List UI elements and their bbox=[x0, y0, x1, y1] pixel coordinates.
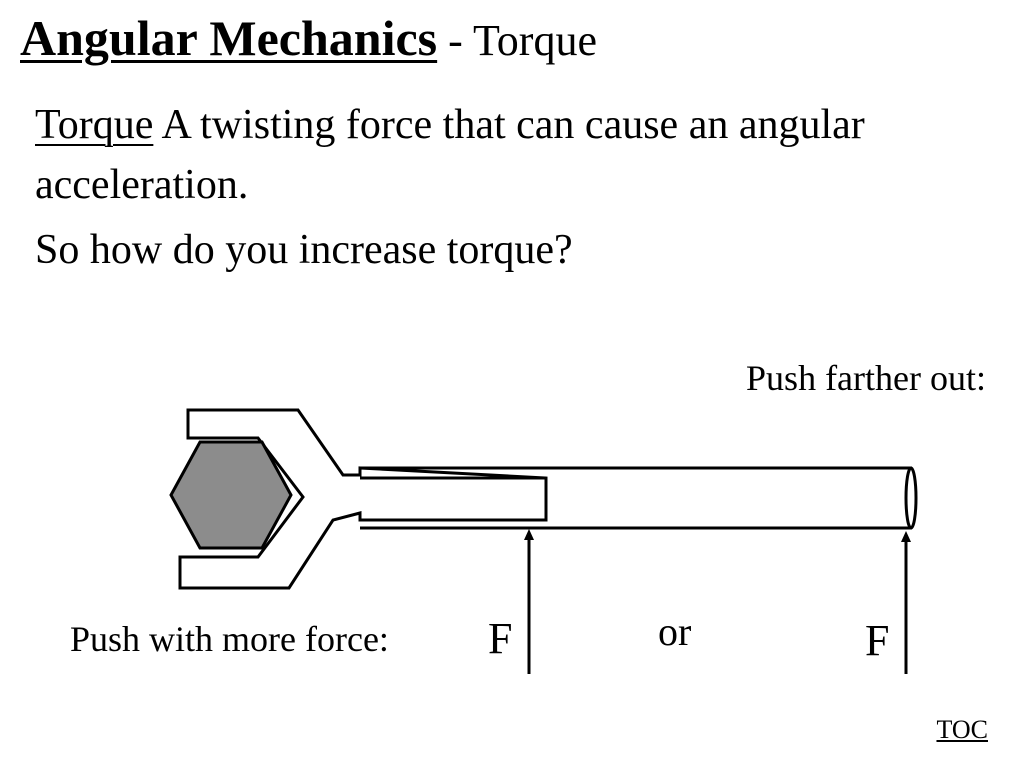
slide-title-sub: - Torque bbox=[437, 16, 597, 65]
wrench-handle-end bbox=[904, 466, 918, 530]
definition-text: A twisting force that can cause an angul… bbox=[35, 102, 865, 208]
force-label-2: F bbox=[865, 616, 890, 665]
force-arrow-2-head bbox=[901, 531, 911, 542]
force-arrow-1-head bbox=[524, 529, 534, 540]
slide-title-main: Angular Mechanics bbox=[20, 10, 438, 66]
force-label-1: F bbox=[488, 614, 513, 663]
torque-definition: Torque A twisting force that can cause a… bbox=[35, 95, 935, 215]
hex-nut-icon bbox=[169, 440, 293, 550]
toc-link[interactable]: TOC bbox=[936, 715, 988, 744]
label-or: or bbox=[658, 609, 692, 654]
question-text: So how do you increase torque? bbox=[35, 227, 573, 273]
definition-term: Torque bbox=[35, 102, 154, 148]
wrench-head bbox=[178, 408, 548, 590]
label-push-farther: Push farther out: bbox=[746, 358, 986, 398]
label-push-more-force: Push with more force: bbox=[70, 619, 389, 659]
slide-title: Angular Mechanics - Torque bbox=[20, 8, 597, 71]
